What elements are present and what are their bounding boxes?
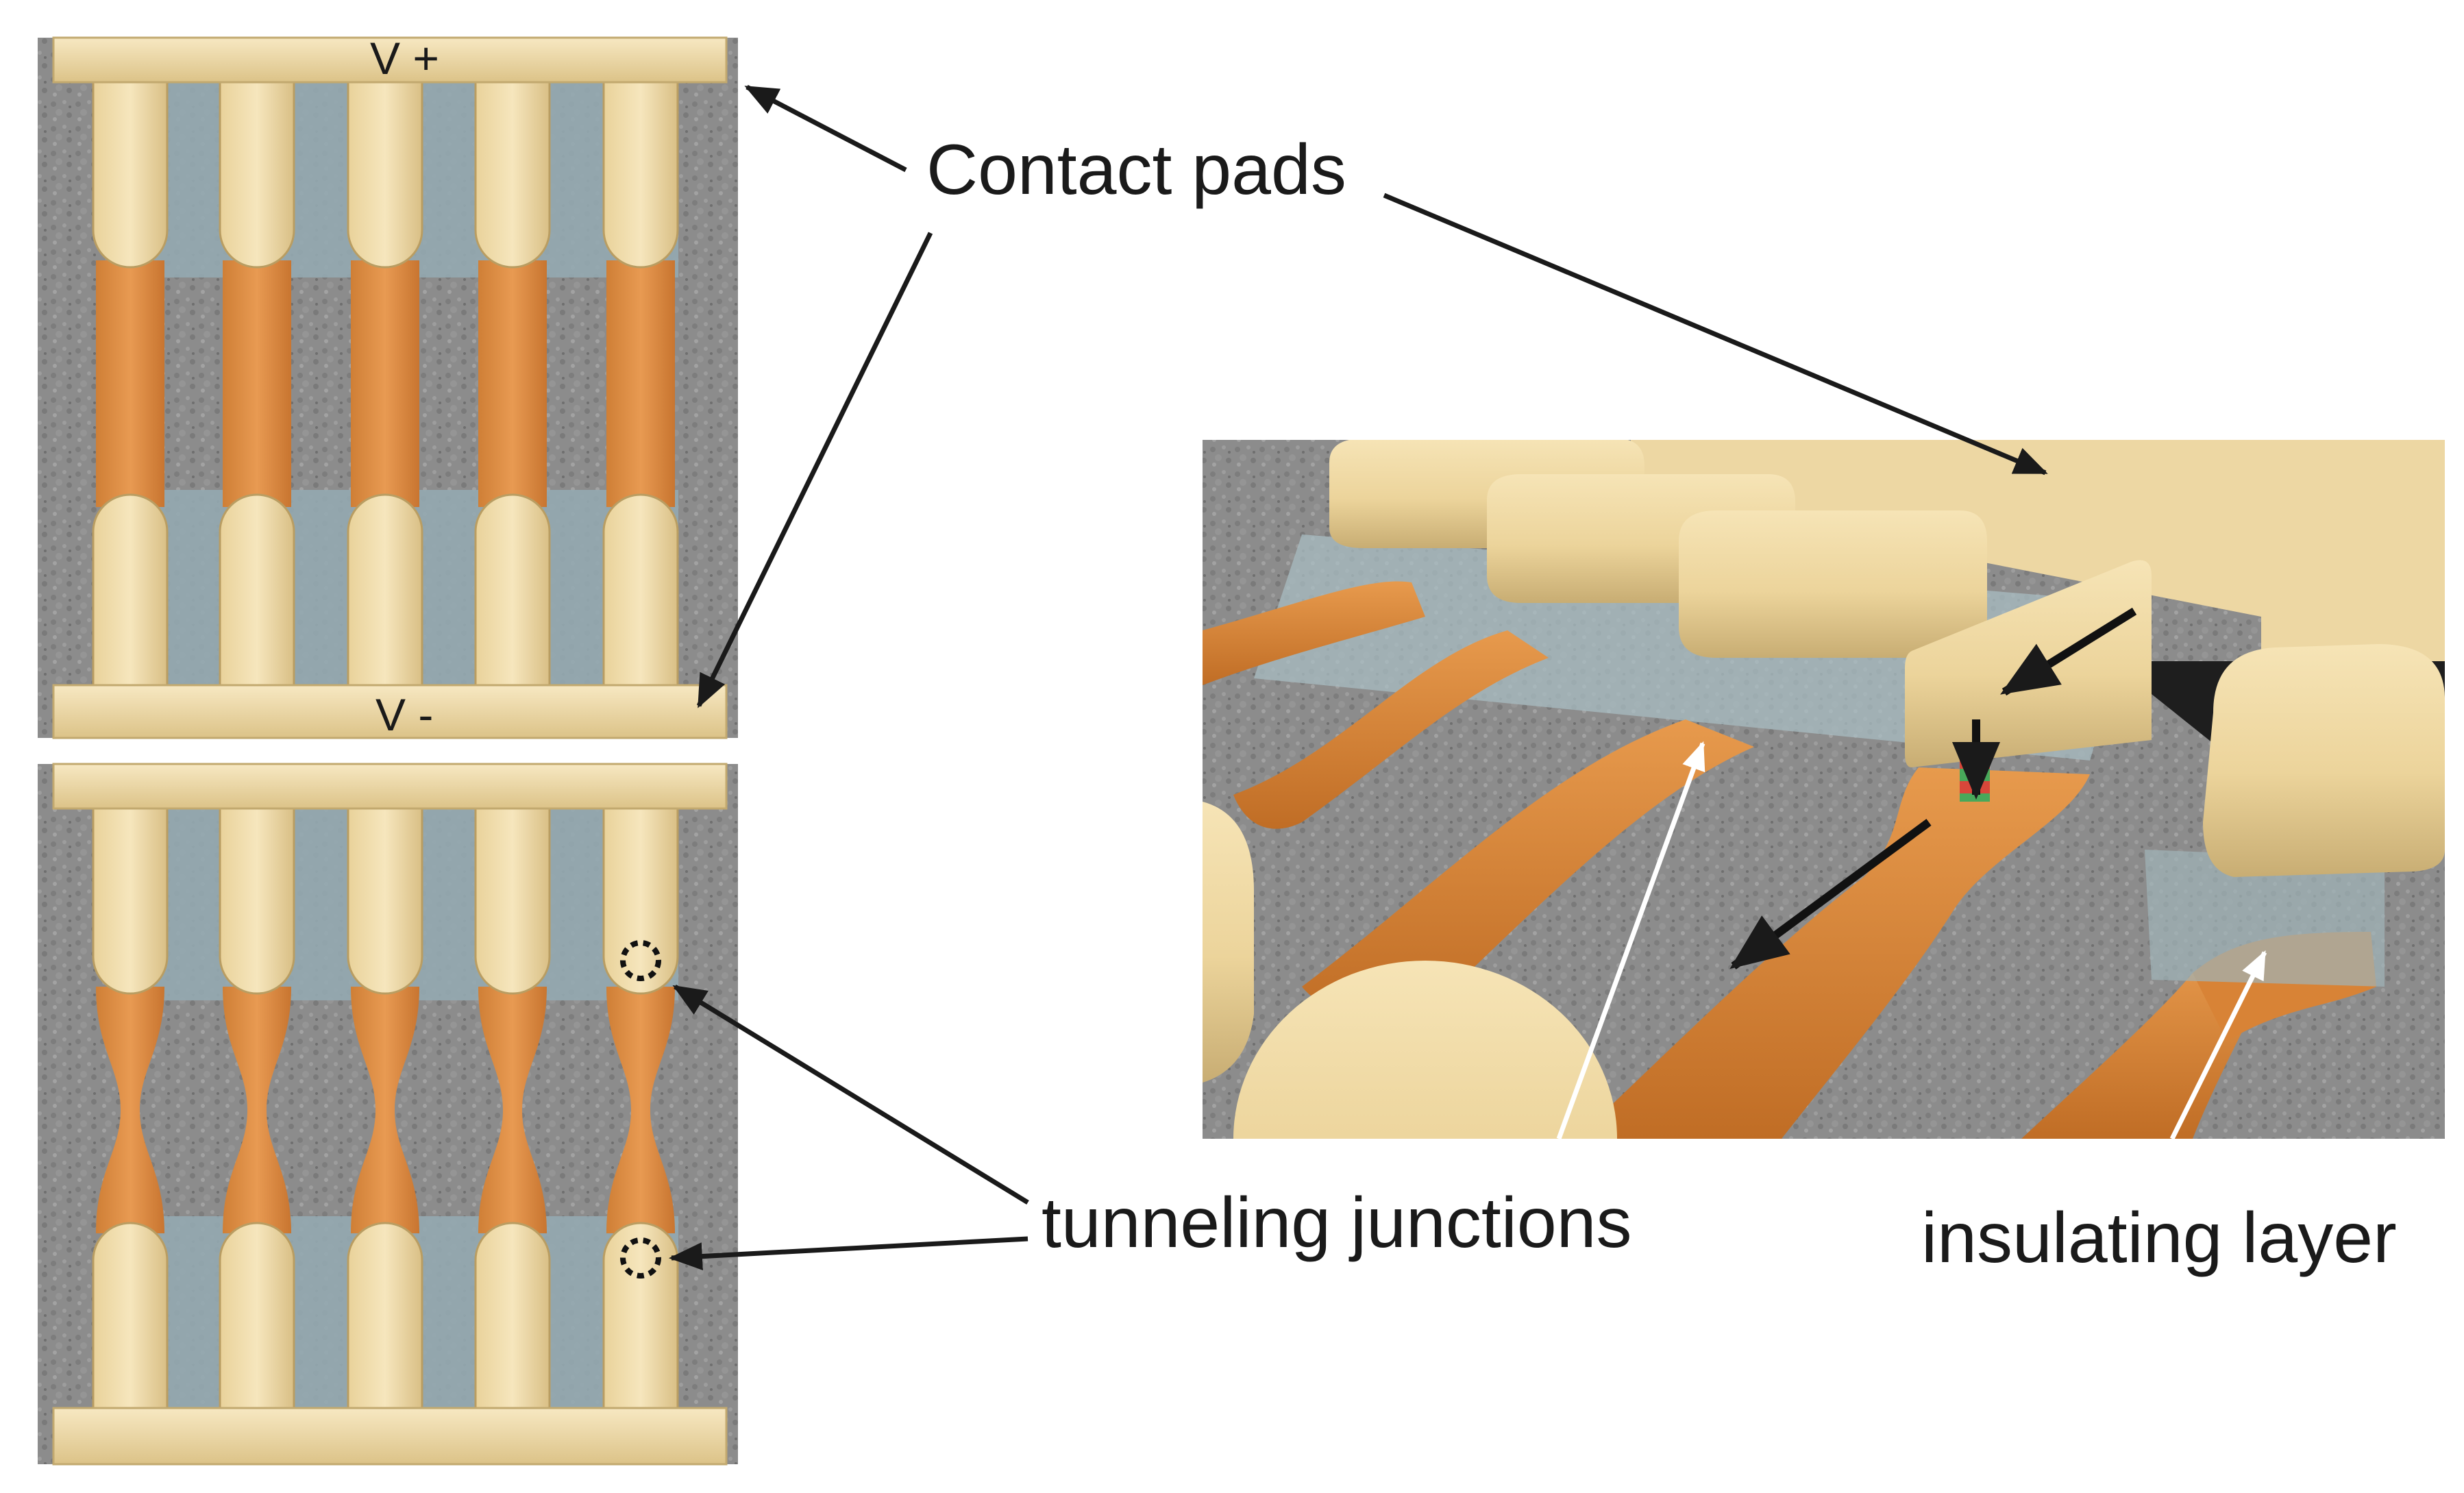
contact-pads-label: Contact pads — [926, 130, 1346, 210]
perspective-view — [1203, 440, 2445, 1139]
strip-3d-active — [1576, 767, 2090, 1139]
contact-finger-top — [219, 75, 295, 269]
strips — [96, 987, 675, 1233]
constricted-strip — [223, 987, 291, 1233]
callout-arrow-contact-top — [744, 84, 907, 173]
voltage-minus-label: V - — [375, 689, 434, 740]
junction-marker-top — [620, 940, 661, 981]
callout-arrow-junction-bottom — [668, 1236, 1028, 1270]
contact-finger-top — [474, 802, 551, 995]
contact-finger-top — [92, 802, 169, 995]
strip — [478, 260, 547, 507]
junction-marker-bottom — [620, 1237, 661, 1279]
insulating-layer-label: insulating layer — [1921, 1198, 2397, 1278]
strip — [351, 260, 419, 507]
voltage-plus-label: V + — [370, 33, 439, 84]
current-arrow — [1729, 819, 1932, 970]
strip — [223, 260, 291, 507]
contact-bar-top — [52, 763, 728, 810]
current-arrow — [2000, 607, 2137, 696]
contact-finger-bottom — [92, 1222, 169, 1415]
callout-arrow-insulator-2 — [2169, 950, 2267, 1140]
strip-3d — [1233, 630, 1549, 829]
contact-pad-3d — [2203, 644, 2445, 877]
contact-finger-bottom — [219, 1222, 295, 1415]
contact-finger-bottom — [474, 1222, 551, 1415]
contact-finger-bottom — [602, 493, 679, 692]
strips — [96, 260, 675, 507]
constricted-strip — [351, 987, 419, 1233]
contact-finger-top — [219, 802, 295, 995]
contact-finger-top — [602, 802, 679, 995]
contact-pad-3d — [1679, 510, 1987, 658]
contact-finger-bottom — [347, 493, 423, 692]
contact-bar-bottom — [52, 684, 728, 739]
contact-finger-bottom — [92, 493, 169, 692]
top-view-uniform-strips — [38, 36, 738, 739]
contact-bar-bottom — [52, 1407, 728, 1466]
callouts — [668, 84, 2267, 1270]
constricted-strip — [478, 987, 547, 1233]
contact-fingers — [92, 75, 679, 692]
contact-finger-top — [347, 75, 423, 269]
contact-finger-bottom — [474, 493, 551, 692]
callout-arrow-junction-top — [672, 985, 1029, 1205]
callout-arrow-contact-3d — [1383, 193, 2048, 476]
strip — [606, 260, 675, 507]
contact-pad-3d — [1203, 802, 1254, 1083]
constricted-strip — [96, 987, 164, 1233]
insulating-layer-3d — [2145, 850, 2385, 987]
callout-arrow-contact-bottom — [696, 232, 933, 708]
contact-bar-3d — [1631, 440, 2445, 675]
strip — [96, 260, 164, 507]
contact-finger-bottom — [347, 1222, 423, 1415]
constricted-strip — [606, 987, 675, 1233]
contact-finger-top — [92, 75, 169, 269]
tunneling-junctions-label: tunneling junctions — [1042, 1183, 1632, 1263]
contact-finger-bottom — [219, 493, 295, 692]
strip-3d — [1203, 581, 1425, 685]
callout-arrow-insulator-1 — [1556, 741, 1705, 1140]
contact-finger-top — [347, 802, 423, 995]
strip-3d — [1302, 719, 1754, 1017]
top-view-constricted-strips — [38, 763, 738, 1466]
contact-pad-3d — [1233, 961, 1617, 1139]
contact-finger-top — [474, 75, 551, 269]
contact-finger-top — [602, 75, 679, 269]
contact-finger-bottom — [602, 1222, 679, 1415]
contact-bar-top — [52, 36, 728, 84]
